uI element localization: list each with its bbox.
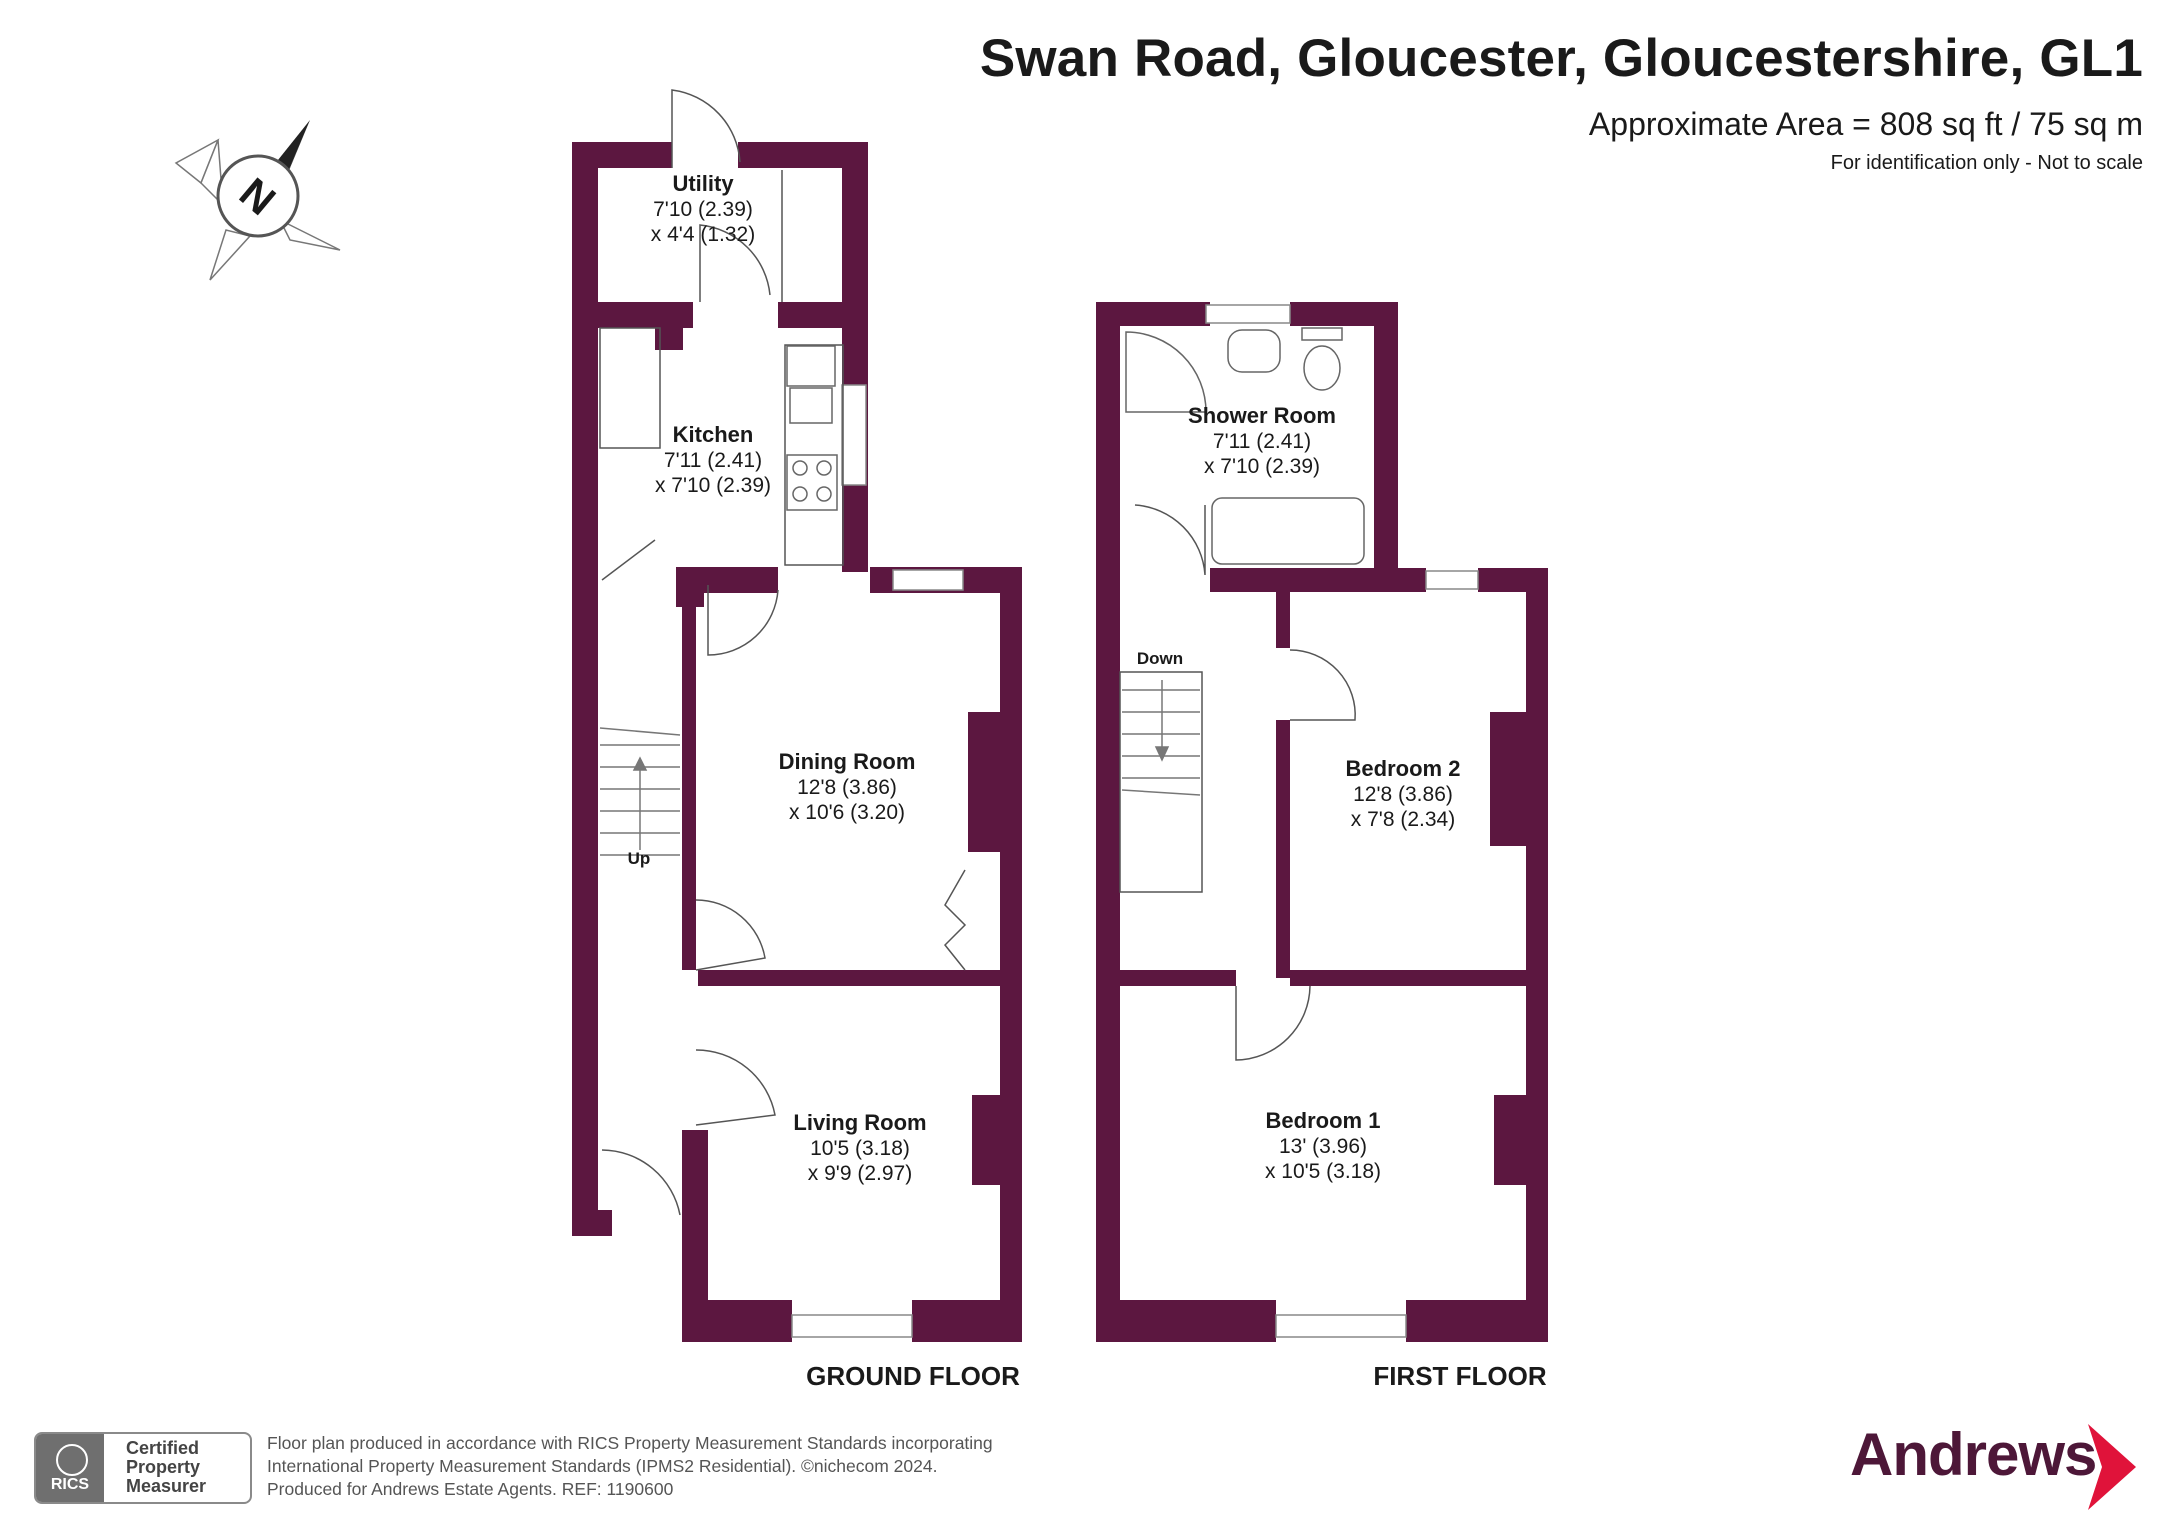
stairs-down-label: Down (1137, 649, 1183, 668)
ground-floor-doors (599, 89, 967, 1216)
first-floor-plan (1096, 302, 1548, 1342)
andrews-chevron-icon (2088, 1424, 2136, 1510)
ground-floor-labels: Utility 7'10 (2.39) x 4'4 (1.32) Kitchen… (628, 171, 1020, 1391)
footer-line-2: International Property Measurement Stand… (267, 1456, 938, 1476)
shower-room-fittings (1125, 327, 1365, 565)
ground-floor-windows (791, 384, 964, 1338)
room-dim2-bedroom-1: x 10'5 (3.18) (1265, 1160, 1381, 1183)
room-dim2-utility: x 4'4 (1.32) (651, 223, 755, 246)
ground-floor-label: GROUND FLOOR (806, 1361, 1020, 1391)
room-dim1-kitchen: 7'11 (2.41) (664, 449, 762, 472)
room-name-utility: Utility (672, 171, 734, 196)
first-floor-doors (1119, 504, 1356, 1061)
ground-floor-stairs (599, 727, 681, 856)
toilet-cistern-icon (1301, 327, 1343, 341)
rics-logo-text: RICS (50, 1476, 90, 1493)
room-dim2-bedroom-2: x 7'8 (2.34) (1351, 808, 1455, 831)
hob-icon (786, 454, 838, 511)
shower-tray-icon (1125, 331, 1207, 413)
room-dim2-kitchen: x 7'10 (2.39) (655, 474, 771, 497)
basin-icon (1227, 329, 1281, 373)
bath-icon (1211, 497, 1365, 565)
footer-line-3: Produced for Andrews Estate Agents. REF:… (267, 1479, 674, 1499)
ground-floor-plan (572, 142, 1022, 1342)
room-dim1-utility: 7'10 (2.39) (653, 198, 753, 221)
first-floor-label: FIRST FLOOR (1373, 1361, 1547, 1391)
room-name-dining-room: Dining Room (779, 749, 916, 774)
room-dim1-bedroom-2: 12'8 (3.86) (1353, 783, 1453, 806)
room-name-kitchen: Kitchen (673, 422, 754, 447)
page-title: Swan Road, Gloucester, Gloucestershire, … (979, 29, 2143, 88)
badge-line-2: Property (126, 1457, 201, 1477)
badge-line-1: Certified (126, 1438, 200, 1458)
drainer-icon (789, 387, 833, 424)
badge-line-3: Measurer (126, 1476, 207, 1496)
room-name-bedroom-2: Bedroom 2 (1346, 756, 1461, 781)
room-name-living-room: Living Room (793, 1110, 926, 1135)
room-dim2-dining-room: x 10'6 (3.20) (789, 801, 905, 824)
room-dim1-living-room: 10'5 (3.18) (810, 1137, 910, 1160)
room-dim1-dining-room: 12'8 (3.86) (797, 776, 897, 799)
stairs-up-label: Up (628, 849, 651, 868)
kitchen-fittings (786, 345, 838, 511)
toilet-icon (1303, 345, 1341, 391)
first-floor-labels: Shower Room 7'11 (2.41) x 7'10 (2.39) Be… (1137, 403, 1547, 1391)
rics-certified-badge: RICS Certified Property Measurer (34, 1432, 252, 1504)
badge-text: Certified Property Measurer (126, 1439, 206, 1496)
room-name-bedroom-1: Bedroom 1 (1266, 1108, 1381, 1133)
room-dim2-living-room: x 9'9 (2.97) (808, 1162, 912, 1185)
disclaimer: For identification only - Not to scale (1830, 152, 2143, 174)
andrews-logo: Andrews (1850, 1421, 2097, 1488)
room-name-shower-room: Shower Room (1188, 403, 1336, 428)
rics-logo-icon: RICS (36, 1434, 104, 1502)
first-floor-windows (1205, 304, 1479, 1338)
room-dim2-shower-room: x 7'10 (2.39) (1204, 455, 1320, 478)
room-dim1-bedroom-1: 13' (3.96) (1279, 1135, 1367, 1158)
first-floor-stairs (1121, 680, 1201, 796)
compass-rose-icon: N (174, 120, 341, 281)
approximate-area: Approximate Area = 808 sq ft / 75 sq m (1588, 106, 2143, 142)
sink-icon (786, 345, 836, 387)
footer-disclaimer: Floor plan produced in accordance with R… (267, 1432, 993, 1501)
room-dim1-shower-room: 7'11 (2.41) (1213, 430, 1311, 453)
footer-line-1: Floor plan produced in accordance with R… (267, 1433, 993, 1453)
